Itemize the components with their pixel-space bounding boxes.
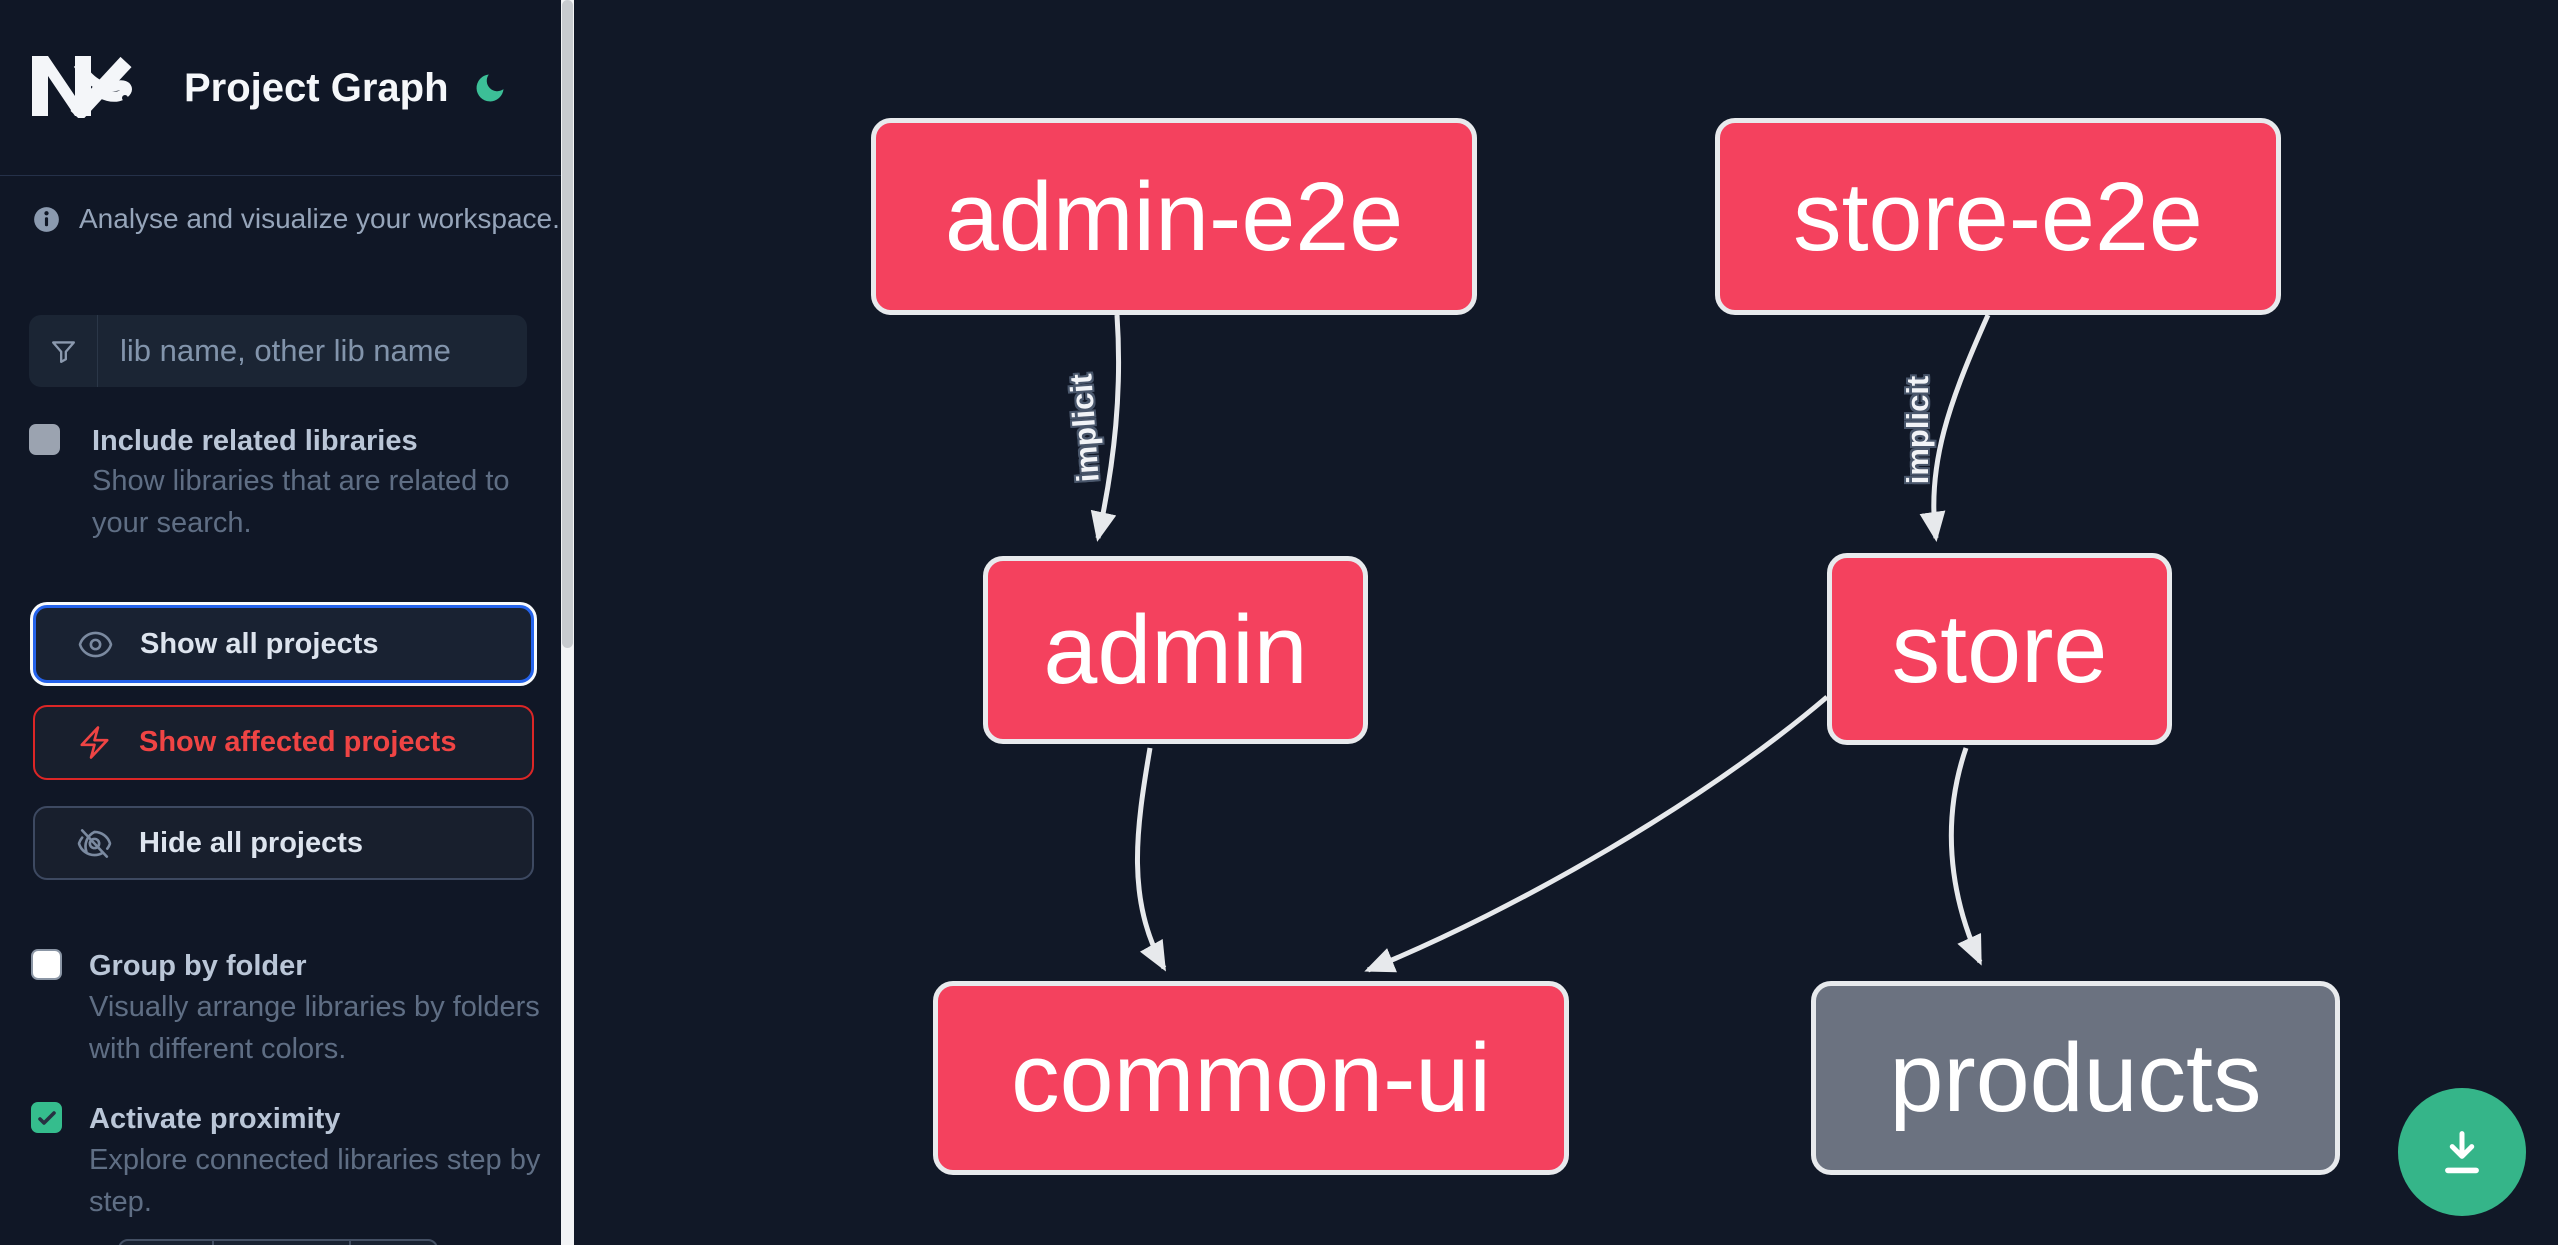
node-common-ui-label: common-ui	[1011, 1023, 1491, 1132]
edge-store-to-common-ui[interactable]	[1364, 695, 1829, 973]
stepper-value	[212, 1241, 349, 1245]
group-by-folder-label: Group by folder	[89, 950, 307, 982]
include-related-checkbox[interactable]	[29, 424, 60, 455]
activate-proximity-checkbox[interactable]	[31, 1102, 62, 1133]
node-common-ui[interactable]: common-ui	[933, 981, 1569, 1175]
show-affected-projects-button[interactable]: Show affected projects	[33, 705, 534, 780]
node-store-e2e-label: store-e2e	[1793, 161, 2203, 271]
info-icon	[34, 206, 59, 232]
hide-all-projects-label: Hide all projects	[139, 826, 364, 859]
hide-all-projects-button[interactable]: Hide all projects	[33, 806, 534, 880]
edge-admin-to-common-ui[interactable]	[1135, 747, 1167, 972]
workspace-info: Analyse and visualize your workspace.	[33, 203, 560, 235]
node-products-label: products	[1889, 1023, 2262, 1132]
show-all-projects-label: Show all projects	[140, 627, 379, 660]
nx-logo	[32, 56, 132, 118]
include-related-label: Include related libraries	[92, 425, 418, 457]
activate-proximity-label: Activate proximity	[89, 1103, 341, 1135]
sidebar: Project Graph Analyse and visualize your…	[0, 0, 561, 1245]
header-divider	[0, 175, 561, 176]
edge-label-implicit-store: implicit	[1900, 375, 1935, 485]
node-store-label: store	[1891, 594, 2108, 703]
eye-off-icon	[77, 828, 112, 858]
sidebar-scrollbar[interactable]	[561, 0, 574, 1245]
search-input[interactable]	[98, 315, 527, 387]
node-admin-label: admin	[1043, 595, 1308, 704]
node-store-e2e[interactable]: store-e2e	[1715, 118, 2281, 315]
node-products[interactable]: products	[1811, 981, 2340, 1175]
eye-icon	[78, 631, 113, 657]
scrollbar-thumb[interactable]	[562, 0, 573, 648]
group-by-folder-description: Visually arrange libraries by folders wi…	[89, 991, 540, 1065]
proximity-stepper[interactable]	[118, 1239, 438, 1245]
show-all-projects-button[interactable]: Show all projects	[33, 605, 534, 683]
info-text: Analyse and visualize your workspace.	[79, 203, 560, 234]
node-admin[interactable]: admin	[983, 556, 1368, 744]
show-affected-projects-label: Show affected projects	[139, 726, 457, 758]
check-icon	[37, 1110, 56, 1125]
bolt-icon	[80, 726, 109, 759]
funnel-icon	[51, 340, 75, 363]
edge-label-implicit-admin: implicit	[1063, 372, 1106, 484]
moon-icon[interactable]	[472, 70, 508, 106]
node-store[interactable]: store	[1827, 553, 2172, 745]
activate-proximity-description: Explore connected libraries step by step…	[89, 1144, 541, 1218]
search-box	[29, 315, 527, 387]
download-icon	[2445, 1131, 2479, 1174]
page-title: Project Graph	[184, 66, 449, 110]
node-admin-e2e[interactable]: admin-e2e	[871, 118, 1477, 315]
include-related-description: Show libraries that are related to your …	[92, 465, 510, 539]
project-graph-canvas[interactable]: implicit implicit admin-e2e store-e2e ad…	[574, 0, 2558, 1245]
filter-icon-zone	[29, 315, 98, 387]
stepper-decrement[interactable]	[120, 1241, 212, 1245]
node-admin-e2e-label: admin-e2e	[944, 161, 1404, 271]
group-by-folder-checkbox[interactable]	[31, 949, 62, 980]
edge-store-e2e-to-store[interactable]	[1919, 313, 1991, 542]
stepper-increment[interactable]	[349, 1241, 436, 1245]
download-image-button[interactable]	[2398, 1088, 2526, 1216]
edge-store-to-products[interactable]	[1948, 747, 1983, 966]
